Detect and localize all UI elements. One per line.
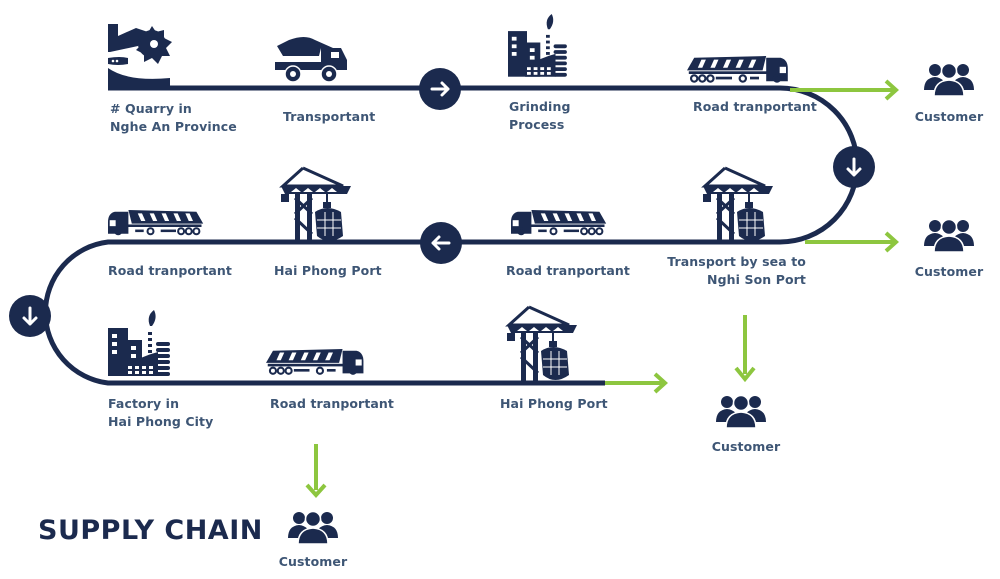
tanker-truck-icon	[511, 210, 606, 234]
port-crane-ship-icon	[505, 305, 579, 385]
arrow-right-icon	[430, 81, 450, 97]
node-label-road-4: Road tranportant	[270, 395, 394, 413]
label-line: Road tranportant	[693, 99, 818, 114]
factory-icon	[108, 310, 170, 376]
node-label-factory-hai-phong: Factory in Hai Phong City	[108, 395, 213, 431]
port-crane-ship-icon	[701, 166, 775, 246]
tanker-truck-icon	[685, 54, 789, 83]
label-line: Process	[509, 117, 565, 132]
green-arrows	[314, 88, 895, 490]
customer-label: Customer	[278, 554, 348, 569]
customer-label: Customer	[914, 264, 984, 279]
quarry-excavator-icon	[108, 24, 172, 88]
node-label-road-1: Road tranportant	[693, 98, 817, 116]
arrow-down-icon	[22, 306, 38, 326]
customer-label: Customer	[914, 109, 984, 124]
label-line: Grinding	[509, 99, 571, 114]
arrow-down-icon	[846, 157, 862, 177]
label-line: Factory in	[108, 396, 180, 411]
direction-marker-down	[9, 295, 51, 337]
customers-group-icon	[923, 218, 975, 253]
label-line: Hai Phong Port	[500, 396, 608, 411]
node-label-sea-nghi-son: Transport by sea to Nghi Son Port	[660, 253, 806, 289]
tanker-truck-icon	[264, 347, 365, 375]
dump-truck-icon	[275, 37, 347, 83]
direction-marker-down	[833, 146, 875, 188]
label-line: Road tranportant	[506, 263, 631, 278]
label-line: Road tranportant	[108, 263, 233, 278]
label-line: Transport by sea to	[667, 254, 806, 269]
factory-icon	[508, 14, 567, 77]
customers-group-icon	[923, 62, 975, 97]
direction-marker-left	[420, 222, 462, 264]
node-label-hai-phong-port-1: Hai Phong Port	[274, 262, 382, 280]
label-line: Road tranportant	[270, 396, 395, 411]
node-label-hai-phong-port-2: Hai Phong Port	[500, 395, 608, 413]
tanker-truck-icon	[108, 210, 203, 234]
label-line: Hai Phong City	[108, 414, 214, 429]
node-label-transport: Transportant	[283, 108, 375, 126]
label-line: Nghe An Province	[110, 119, 237, 134]
direction-marker-right	[419, 68, 461, 110]
customers-group-icon	[715, 394, 767, 429]
customer-label: Customer	[711, 439, 781, 454]
node-label-road-3: Road tranportant	[108, 262, 232, 280]
node-label-road-2: Road tranportant	[506, 262, 630, 280]
label-line: Transportant	[283, 109, 376, 124]
port-crane-ship-icon	[279, 166, 353, 246]
label-line: # Quarry in	[110, 101, 192, 116]
label-line: Hai Phong Port	[274, 263, 382, 278]
page-title: SUPPLY CHAIN	[38, 515, 263, 546]
customers-group-icon	[287, 510, 339, 545]
label-line: Nghi Son Port	[707, 272, 806, 287]
node-label-quarry: # Quarry in Nghe An Province	[110, 100, 237, 136]
arrow-left-icon	[431, 235, 451, 251]
node-label-grinding: Grinding Process	[509, 98, 571, 134]
supply-chain-path	[42, 85, 860, 386]
